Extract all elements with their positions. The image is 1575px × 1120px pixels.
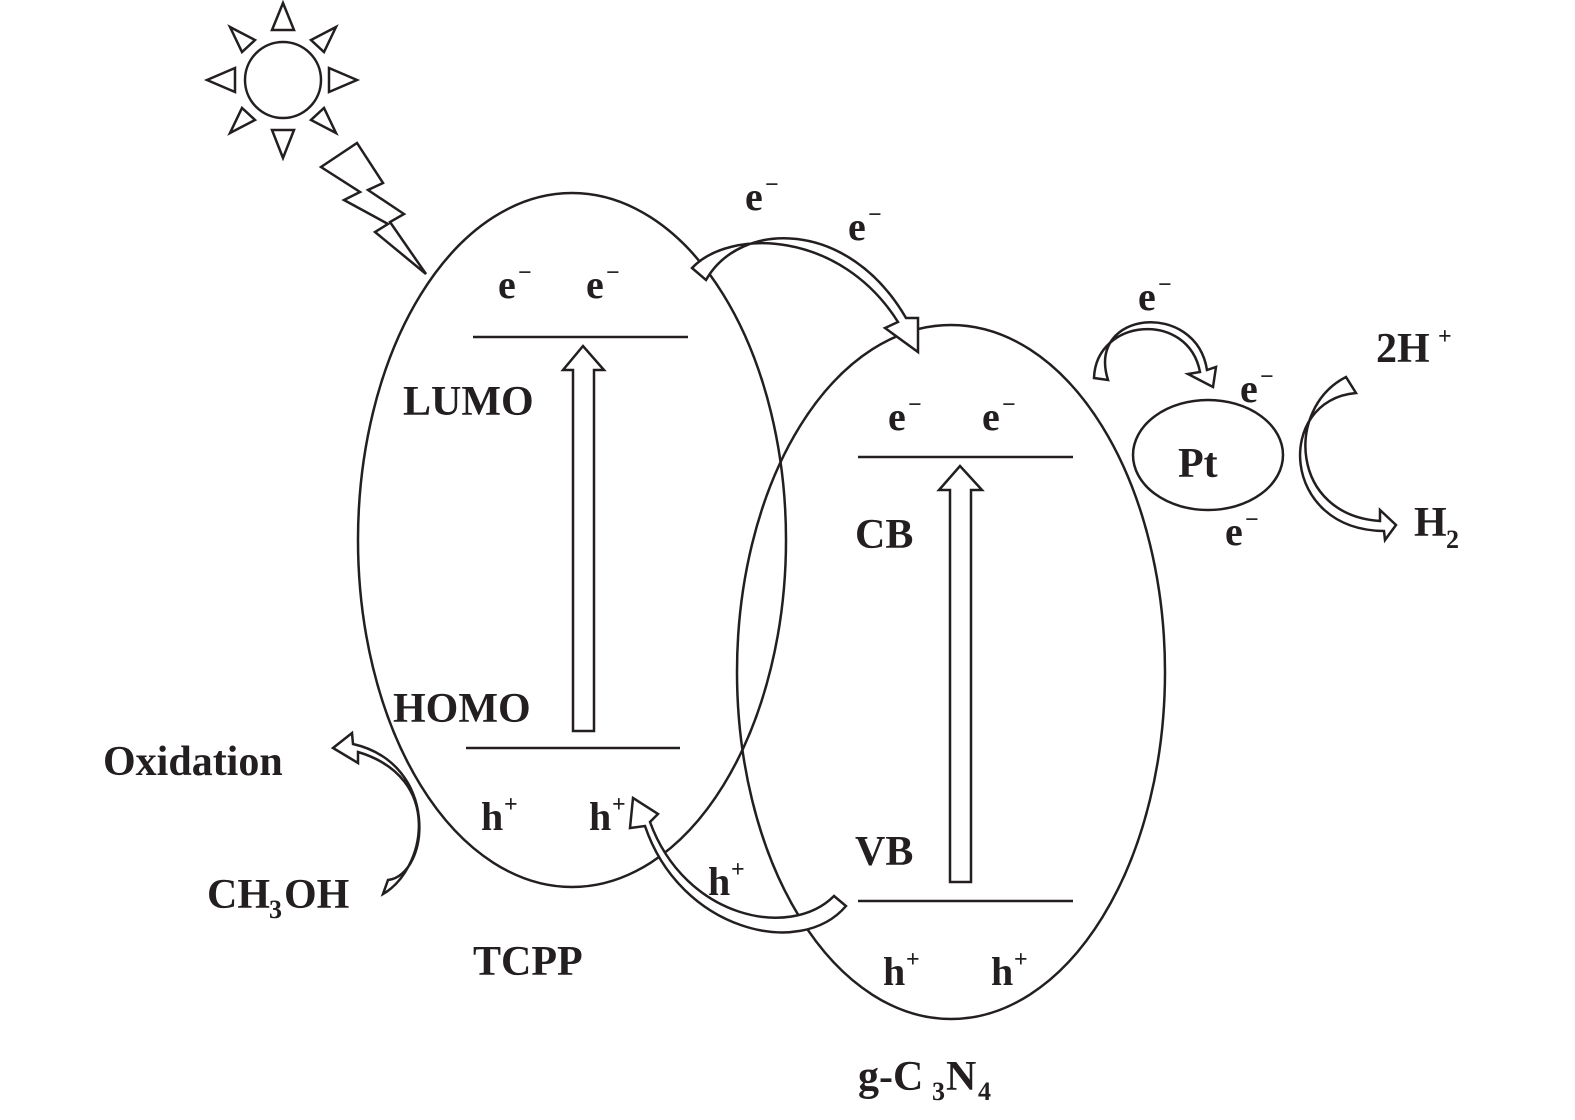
svg-text:+: + <box>612 792 626 818</box>
svg-text:−: − <box>908 392 922 418</box>
pt-ellipse <box>1131 398 1285 512</box>
electron-label: e − <box>1225 507 1259 554</box>
electron-label: e − <box>1240 364 1274 411</box>
svg-text:h: h <box>708 859 730 904</box>
electron-label: e − <box>745 172 779 219</box>
electron-label: e − <box>498 260 532 307</box>
svg-text:e: e <box>498 262 516 307</box>
hole-label: h + <box>589 792 626 839</box>
svg-text:−: − <box>606 260 620 286</box>
svg-text:−: − <box>1245 507 1259 533</box>
svg-text:H: H <box>1414 500 1447 546</box>
gc3n4-label: g-C 3 N 4 <box>858 1054 991 1106</box>
svg-text:h: h <box>589 794 611 839</box>
svg-text:−: − <box>1002 392 1016 418</box>
svg-text:e: e <box>982 394 1000 439</box>
vb-label: VB <box>855 829 913 875</box>
svg-text:e: e <box>745 174 763 219</box>
electron-label: e − <box>888 392 922 439</box>
svg-text:e: e <box>1225 509 1243 554</box>
svg-text:CH: CH <box>207 872 270 918</box>
svg-text:h: h <box>481 794 503 839</box>
electron-label: e − <box>586 260 620 307</box>
svg-text:+: + <box>906 947 920 973</box>
electron-label: e − <box>848 202 882 249</box>
svg-text:−: − <box>765 172 779 198</box>
gc3n4-excitation-arrow <box>936 464 985 884</box>
svg-text:3: 3 <box>932 1077 945 1106</box>
hole-label: h + <box>991 947 1028 994</box>
svg-text:−: − <box>1158 272 1172 298</box>
hole-label: h + <box>481 792 518 839</box>
electron-transfer-arrow <box>690 236 920 355</box>
svg-text:e: e <box>888 394 906 439</box>
svg-text:+: + <box>1438 324 1452 350</box>
svg-text:g-C: g-C <box>858 1054 923 1100</box>
svg-text:OH: OH <box>284 872 349 918</box>
svg-text:N: N <box>946 1054 976 1100</box>
svg-text:−: − <box>868 202 882 228</box>
hole-label: h + <box>708 857 745 904</box>
svg-text:e: e <box>848 204 866 249</box>
h-reduction-arrow <box>1298 375 1398 544</box>
svg-text:e: e <box>1138 274 1156 319</box>
hole-transfer-arrow <box>628 795 848 934</box>
svg-text:+: + <box>504 792 518 818</box>
svg-text:h: h <box>991 949 1013 994</box>
svg-text:e: e <box>586 262 604 307</box>
homo-label: HOMO <box>393 686 531 732</box>
electron-to-pt-arrow <box>1092 321 1218 389</box>
svg-text:+: + <box>731 857 745 883</box>
svg-text:3: 3 <box>269 895 282 924</box>
electron-label: e − <box>1138 272 1172 319</box>
lumo-label: LUMO <box>403 379 534 425</box>
oxidation-label: Oxidation <box>103 739 283 785</box>
hole-label: h + <box>883 947 920 994</box>
cb-label: CB <box>855 512 913 558</box>
svg-text:h: h <box>883 949 905 994</box>
svg-text:2: 2 <box>1446 525 1459 554</box>
tcpp-ellipse <box>356 191 788 889</box>
tcpp-excitation-arrow <box>560 344 607 733</box>
gc3n4-ellipse <box>735 323 1167 1021</box>
svg-text:−: − <box>518 260 532 286</box>
svg-text:+: + <box>1014 947 1028 973</box>
pt-label: Pt <box>1178 441 1218 487</box>
svg-text:e: e <box>1240 366 1258 411</box>
sun-icon <box>203 0 361 162</box>
h2-label: H 2 <box>1414 500 1459 554</box>
svg-text:2H: 2H <box>1376 326 1430 372</box>
svg-text:−: − <box>1260 364 1274 390</box>
oxidation-arrow <box>330 730 421 897</box>
electron-label: e − <box>982 392 1016 439</box>
two-h-plus-label: 2H + <box>1376 324 1452 372</box>
svg-text:4: 4 <box>978 1077 991 1106</box>
tcpp-label: TCPP <box>473 939 583 985</box>
lightning-icon <box>318 141 428 275</box>
ch3oh-label: CH 3 OH <box>207 872 349 924</box>
